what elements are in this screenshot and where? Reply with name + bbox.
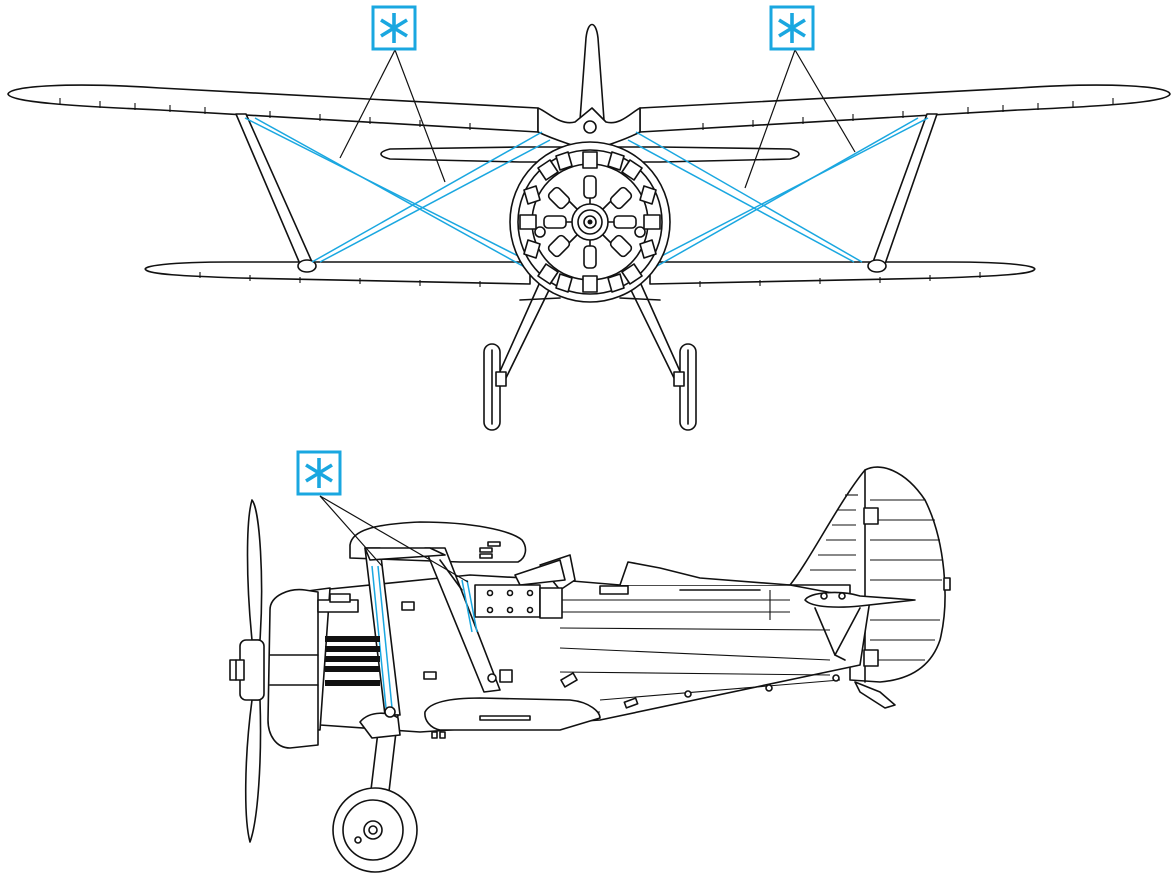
wire	[461, 579, 473, 633]
tail-fin	[579, 23, 605, 121]
leader-lines-side	[319, 495, 469, 583]
front-view	[7, 23, 1171, 431]
asterisk-marker-icon	[296, 450, 342, 496]
landing-gear-front	[483, 281, 697, 431]
engine-side	[267, 587, 380, 749]
asterisk-marker-icon	[371, 5, 417, 51]
propeller	[229, 499, 265, 843]
lower-wing-side	[424, 697, 601, 731]
wire	[627, 139, 855, 263]
wire	[649, 117, 929, 263]
wire	[319, 139, 551, 263]
wire	[311, 131, 543, 263]
upper-wing	[7, 84, 1171, 133]
wire	[466, 579, 478, 633]
flying-wires-front	[244, 117, 929, 271]
wire	[635, 131, 863, 263]
vertical-tail	[789, 466, 951, 683]
wire	[377, 565, 393, 709]
tailplane-side	[804, 591, 916, 608]
wire	[649, 117, 919, 271]
wire	[254, 117, 531, 271]
landing-gear-side	[332, 712, 446, 873]
lower-wing	[144, 261, 1036, 287]
side-view	[229, 466, 951, 873]
wire	[244, 117, 531, 263]
radial-engine	[509, 141, 671, 303]
asterisk-marker-icon	[769, 5, 815, 51]
